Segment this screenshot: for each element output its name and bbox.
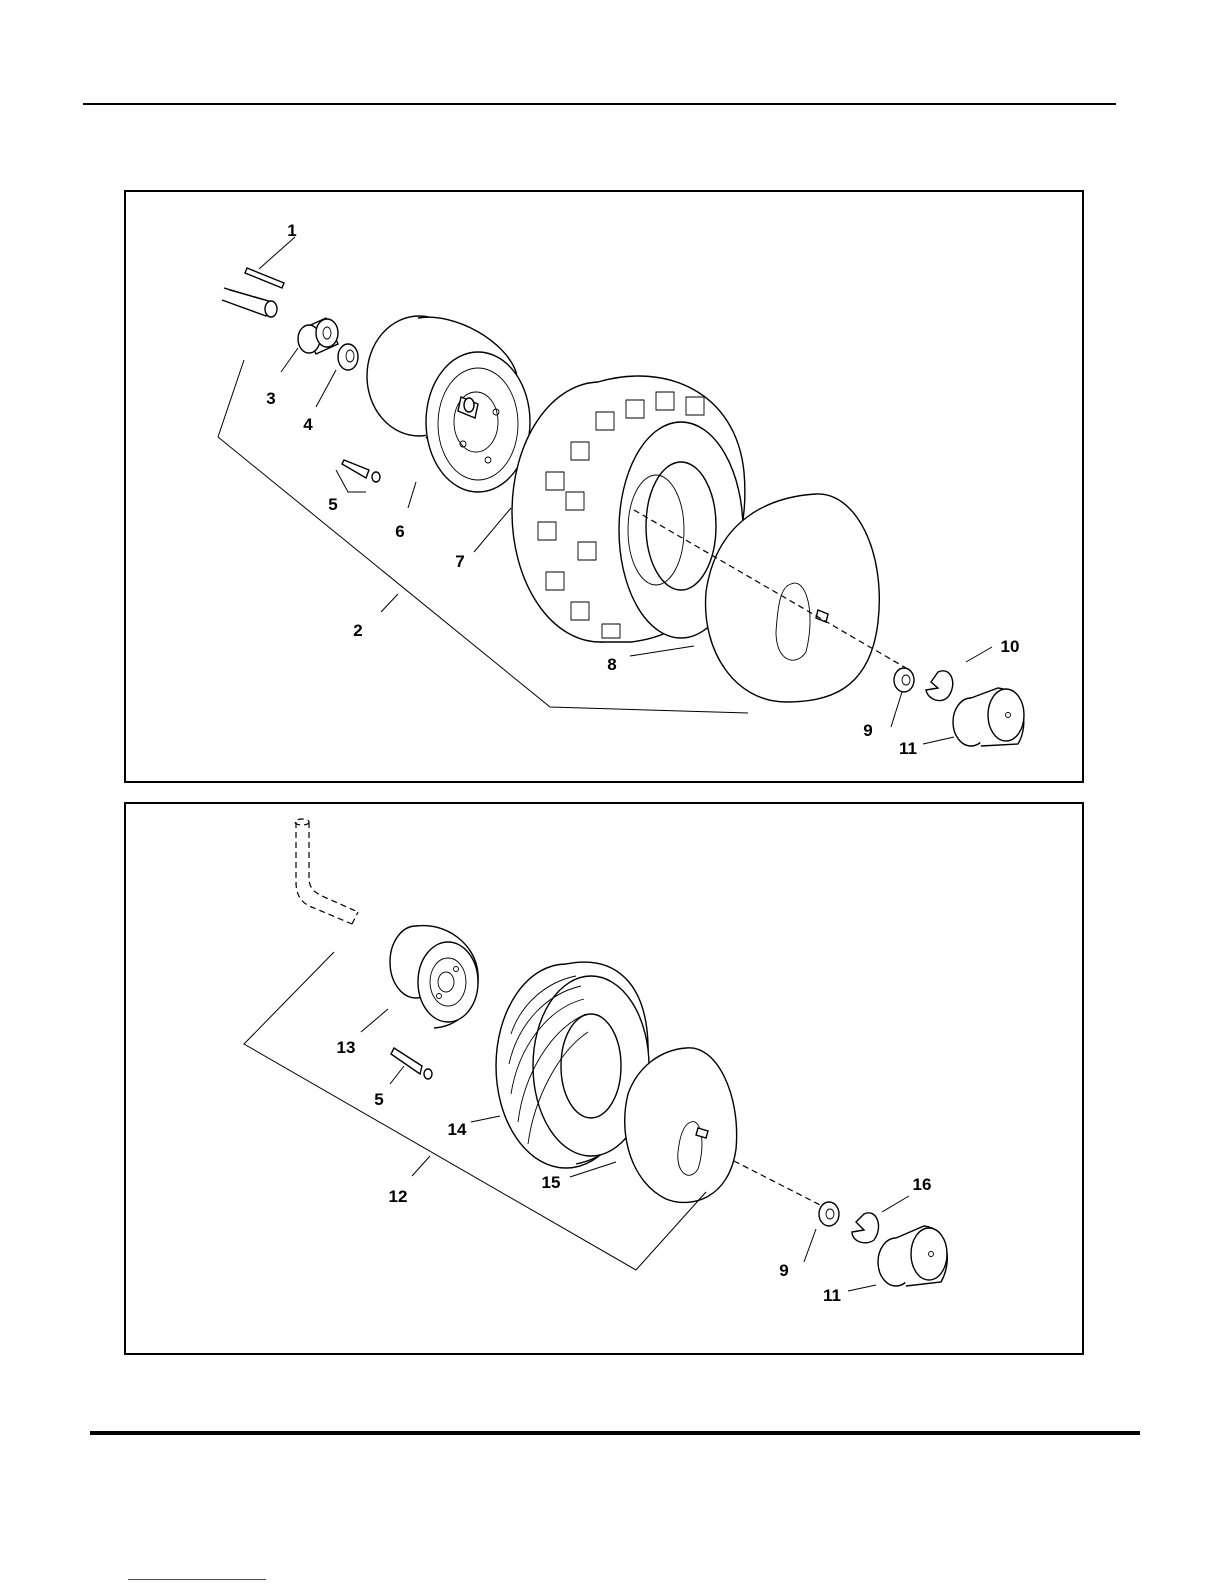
rear-wheel-diagram-panel: 1 2 3 4 5 6 7 8 9 10 11: [124, 190, 1084, 783]
callout-13: 13: [337, 1038, 356, 1057]
callout-5: 5: [328, 495, 337, 514]
hub-cap: [953, 688, 1024, 746]
front-wheel-diagram-panel: 13 5 14 12 15 16 9 11: [124, 802, 1084, 1355]
callout-8: 8: [607, 655, 616, 674]
spindle: [295, 819, 358, 924]
callout-11: 11: [823, 1286, 841, 1305]
valve-stem: [342, 460, 380, 482]
axle-key: [245, 268, 284, 288]
washer: [338, 344, 358, 370]
footer-link-underline[interactable]: [128, 1579, 266, 1580]
flat-washer: [894, 668, 914, 692]
callout-9: 9: [863, 721, 872, 740]
rear-rim: [367, 316, 530, 492]
footer-rule: [90, 1431, 1140, 1435]
callout-5: 5: [374, 1090, 383, 1109]
callout-11: 11: [899, 739, 917, 758]
front-flat-washer: [819, 1202, 839, 1226]
callout-16: 16: [913, 1175, 932, 1194]
front-e-clip: [852, 1213, 879, 1243]
callout-3: 3: [266, 389, 275, 408]
callout-4: 4: [303, 415, 313, 434]
callout-7: 7: [455, 552, 464, 571]
callout-12: 12: [389, 1187, 408, 1206]
header-rule: [83, 103, 1116, 105]
rear-wheel-exploded-view: 1 2 3 4 5 6 7 8 9 10 11: [126, 192, 1084, 783]
callout-6: 6: [395, 522, 404, 541]
front-hub-cap: [878, 1226, 947, 1286]
callout-2: 2: [353, 621, 362, 640]
callout-1: 1: [287, 221, 296, 240]
callout-14: 14: [448, 1120, 467, 1139]
axle-shaft: [222, 288, 277, 317]
spacer: [298, 318, 338, 354]
callout-9: 9: [779, 1261, 788, 1280]
callout-10: 10: [1001, 637, 1020, 656]
callout-15: 15: [542, 1173, 561, 1192]
front-wheel-exploded-view: 13 5 14 12 15 16 9 11: [126, 804, 1084, 1355]
front-inner-tube: [625, 1048, 737, 1203]
e-clip: [926, 671, 953, 701]
front-rim: [390, 926, 478, 1028]
